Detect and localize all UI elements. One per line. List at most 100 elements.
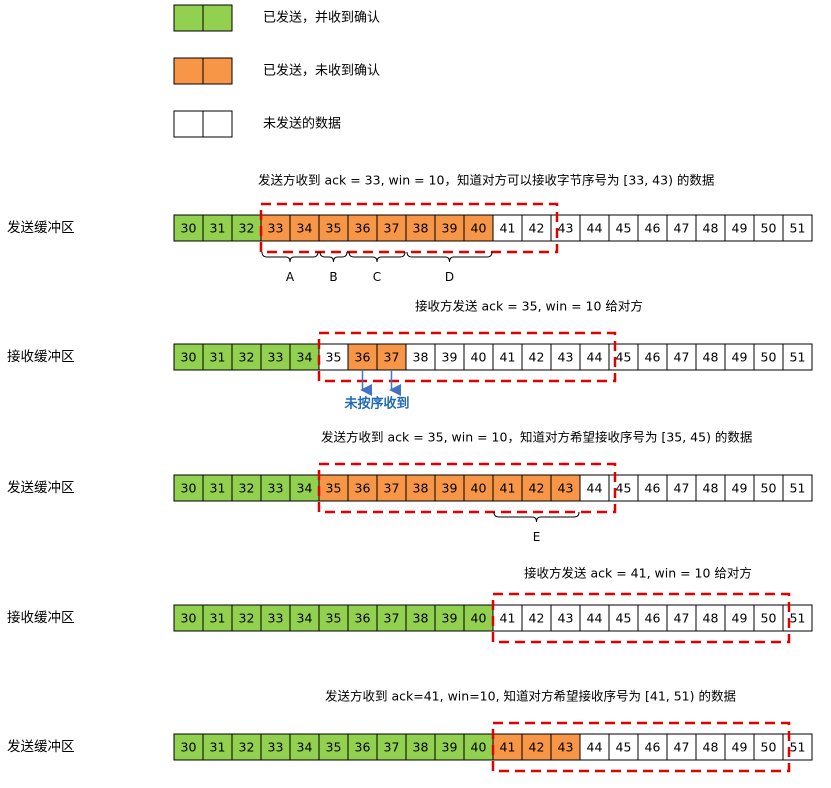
byte-number: 51: [790, 221, 806, 236]
byte-cell: 31: [202, 733, 233, 761]
window-box: [317, 331, 617, 383]
byte-cell: 37: [376, 474, 407, 502]
byte-cell: 35: [318, 474, 349, 502]
byte-number: 36: [355, 740, 371, 755]
byte-number: 46: [645, 611, 661, 626]
byte-cell-box: [492, 733, 523, 761]
byte-cell: 33: [260, 343, 291, 371]
byte-number: 43: [558, 350, 574, 365]
byte-cell: 44: [579, 733, 610, 761]
byte-number: 32: [239, 481, 255, 496]
window-box: [491, 721, 791, 773]
byte-cell-box: [347, 474, 378, 502]
byte-number: 32: [239, 611, 255, 626]
byte-number: 37: [384, 740, 400, 755]
byte-cell: 30: [173, 604, 204, 632]
byte-cell: 39: [434, 474, 465, 502]
byte-cell-box: [260, 343, 291, 371]
byte-cell: 47: [666, 604, 697, 632]
byte-cell: 43: [550, 214, 581, 242]
byte-number: 37: [384, 481, 400, 496]
row-caption: 发送方收到 ack = 33, win = 10，知道对方可以接收字节序号为 […: [258, 173, 714, 188]
byte-cell: 51: [782, 474, 813, 502]
brace-path: [493, 511, 580, 523]
segment-brace-D: D: [406, 251, 493, 284]
byte-cell-box: [376, 604, 407, 632]
brace-label: D: [445, 270, 454, 284]
byte-cell-box: [173, 474, 204, 502]
byte-cell-box: [318, 214, 349, 242]
out-of-order-note: 未按序收到: [343, 396, 409, 412]
byte-number: 35: [326, 221, 342, 236]
byte-cell: 33: [260, 733, 291, 761]
byte-cell: 41: [492, 604, 523, 632]
byte-number: 51: [790, 740, 806, 755]
byte-cell: 48: [695, 214, 726, 242]
byte-cell: 47: [666, 343, 697, 371]
byte-number: 41: [500, 611, 516, 626]
byte-cell-box: [173, 214, 204, 242]
byte-cell: 37: [376, 604, 407, 632]
byte-number: 40: [471, 221, 487, 236]
byte-cell-box: [231, 604, 262, 632]
byte-cell-box: [637, 604, 668, 632]
byte-cell: 39: [434, 214, 465, 242]
byte-cell-box: [463, 474, 494, 502]
byte-cell-box: [608, 214, 639, 242]
byte-cell: 38: [405, 343, 436, 371]
byte-cell: 45: [608, 733, 639, 761]
byte-cell: 46: [637, 214, 668, 242]
byte-cell: 34: [289, 474, 320, 502]
byte-cell-box: [260, 474, 291, 502]
byte-cell-box: [492, 214, 523, 242]
byte-number: 46: [645, 221, 661, 236]
byte-number: 40: [471, 611, 487, 626]
byte-cell: 40: [463, 214, 494, 242]
byte-cell: 32: [231, 343, 262, 371]
byte-cell-box: [637, 214, 668, 242]
buffer-label: 发送缓冲区: [7, 480, 75, 496]
buffer-label: 接收缓冲区: [7, 609, 75, 626]
byte-number: 46: [645, 740, 661, 755]
byte-cell-box: [173, 604, 204, 632]
byte-cell-box: [289, 604, 320, 632]
byte-cell: 49: [724, 214, 755, 242]
byte-cell: 47: [666, 214, 697, 242]
byte-number: 30: [181, 350, 197, 365]
legend-label: 已发送，并收到确认: [263, 10, 380, 26]
byte-number: 45: [616, 481, 632, 496]
byte-cell: 40: [463, 733, 494, 761]
byte-number: 30: [181, 221, 197, 236]
byte-cell-box: [724, 604, 755, 632]
byte-cell-box: [434, 474, 465, 502]
byte-number: 43: [558, 481, 574, 496]
byte-cell: 44: [579, 214, 610, 242]
byte-cell: 46: [637, 604, 668, 632]
byte-number: 31: [210, 740, 226, 755]
byte-number: 35: [326, 481, 342, 496]
legend-swatch: [202, 4, 233, 32]
byte-cell-box: [753, 604, 784, 632]
byte-number: 33: [268, 481, 284, 496]
byte-cell: 39: [434, 343, 465, 371]
legend-label: 未发送的数据: [263, 116, 341, 132]
byte-number: 44: [587, 350, 603, 365]
byte-cell: 41: [492, 474, 523, 502]
byte-cell: 48: [695, 733, 726, 761]
byte-cell-box: [289, 733, 320, 761]
byte-number: 48: [703, 221, 719, 236]
byte-number: 39: [442, 350, 458, 365]
byte-cell-box: [405, 474, 436, 502]
byte-cell: 50: [753, 343, 784, 371]
byte-cell-box: [347, 214, 378, 242]
byte-cell-box: [202, 343, 233, 371]
byte-cell-box: [550, 343, 581, 371]
byte-number: 31: [210, 350, 226, 365]
byte-cell: 48: [695, 604, 726, 632]
byte-cell-box: [782, 343, 813, 371]
byte-number: 49: [732, 481, 748, 496]
byte-number: 36: [355, 221, 371, 236]
byte-cell-box: [550, 604, 581, 632]
byte-number: 34: [297, 221, 313, 236]
